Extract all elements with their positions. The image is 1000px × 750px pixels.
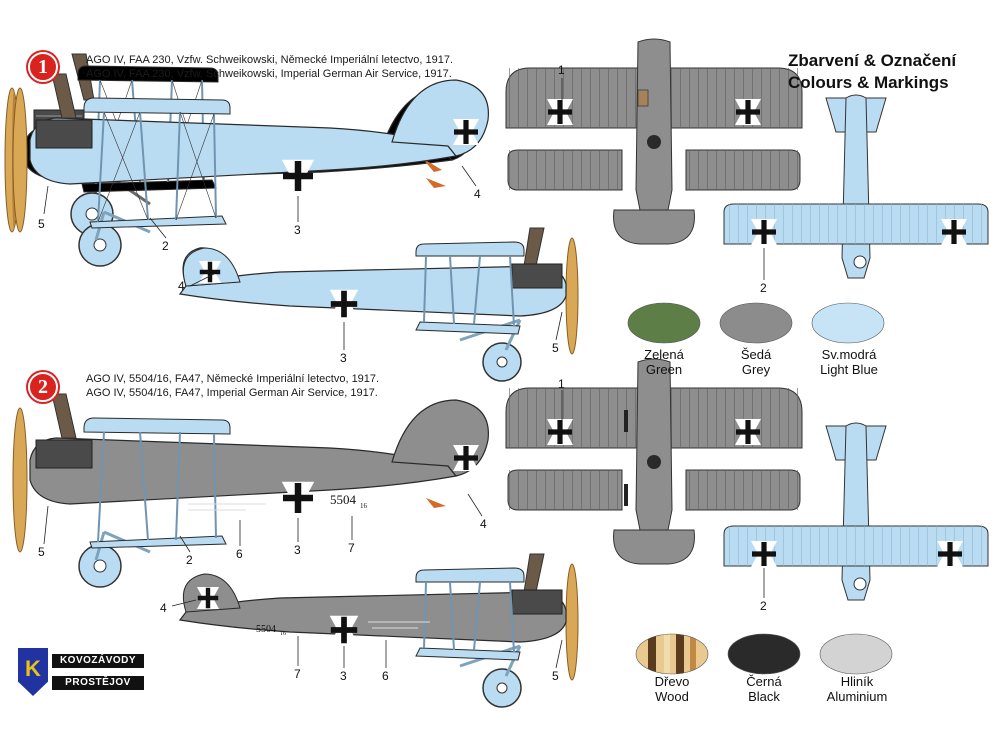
- callout-1: 1: [558, 63, 565, 77]
- swatch-aluminium: [819, 633, 893, 675]
- callout-5: 5: [38, 217, 45, 231]
- logo-text-top: KOVOZÁVODY: [52, 654, 144, 668]
- swatch-grey: [719, 302, 793, 344]
- callout-numbers: 1 5 2 3 4 4 3 5 2 1 5 2 6 3 7 4 4 7 3 6 …: [38, 63, 767, 683]
- serial-markings: 5504 16 5504 16: [256, 492, 368, 637]
- callout-4: 4: [480, 517, 487, 531]
- serial-main: 5504: [330, 492, 357, 507]
- logo-emblem: K: [18, 648, 48, 696]
- callout-7: 7: [348, 541, 355, 555]
- swatch-black: [727, 633, 801, 675]
- callout-3: 3: [294, 543, 301, 557]
- callout-3: 3: [294, 223, 301, 237]
- serial-main-small: 5504: [256, 624, 276, 635]
- swatch-wood: [635, 633, 709, 675]
- title-cz: Zbarvení & Označení: [788, 51, 957, 70]
- profile-scheme2-main: [12, 393, 489, 588]
- callout-6: 6: [382, 669, 389, 683]
- scheme-2-caption-en: AGO IV, 5504/16, FA47, Imperial German A…: [86, 387, 378, 399]
- swatch-light-blue: [811, 302, 885, 344]
- serial-sub: 16: [360, 502, 368, 510]
- swatches: [627, 302, 893, 675]
- callout-lines: [43, 78, 765, 669]
- profile-scheme2-mirror: [178, 553, 579, 708]
- serial-sub-small: 16: [280, 631, 286, 637]
- planform-scheme2-bottom: [723, 422, 989, 601]
- callout-5: 5: [552, 341, 559, 355]
- callout-7: 7: [294, 667, 301, 681]
- callout-4: 4: [474, 187, 481, 201]
- profile-scheme1-mirror: [178, 227, 579, 382]
- callout-2: 2: [760, 281, 767, 295]
- callout-2: 2: [162, 239, 169, 253]
- callout-5: 5: [552, 669, 559, 683]
- scheme-2-badge: 2: [28, 372, 58, 402]
- profile-scheme1-main: [12, 73, 489, 267]
- swatch-green: [627, 302, 701, 344]
- planform-scheme1-top: [505, 38, 803, 245]
- scheme-1-badge: 1: [28, 52, 58, 82]
- callout-4: 4: [178, 279, 185, 293]
- scheme-1-caption-en: AGO IV, FAA 230, Vzfw. Schweikowski, Imp…: [86, 68, 452, 80]
- planform-scheme2-top: [505, 358, 803, 565]
- callout-3: 3: [340, 351, 347, 365]
- title-en: Colours & Markings: [788, 73, 949, 92]
- page-title: Zbarvení & Označení Colours & Markings: [788, 50, 956, 94]
- callout-5: 5: [38, 545, 45, 559]
- callout-4: 4: [160, 601, 167, 615]
- callout-6: 6: [236, 547, 243, 561]
- logo-text-bottom: PROSTĚJOV: [52, 676, 144, 690]
- callout-2: 2: [186, 553, 193, 567]
- planform-scheme1-bottom: [723, 94, 989, 279]
- scheme-2-caption-cz: AGO IV, 5504/16, FA47, Německé Imperiáln…: [86, 373, 380, 385]
- manufacturer-logo: K KOVOZÁVODY PROSTĚJOV: [18, 648, 144, 696]
- callout-3: 3: [340, 669, 347, 683]
- callout-1: 1: [558, 377, 565, 391]
- scheme-1-caption-cz: AGO IV, FAA 230, Vzfw. Schweikowski, Něm…: [86, 54, 454, 66]
- callout-2: 2: [760, 599, 767, 613]
